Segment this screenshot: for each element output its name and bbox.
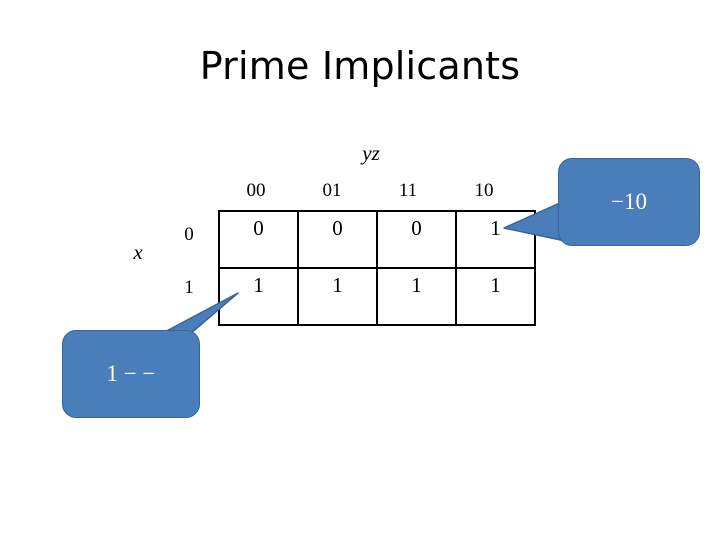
kmap-cell-x1-yz11: 1	[376, 267, 457, 326]
kmap-cell-x0-yz01: 0	[297, 210, 378, 269]
kmap-column-header-01: 01	[322, 180, 342, 201]
kmap-cell-x1-yz01: 1	[297, 267, 378, 326]
karnaugh-map-table: 0 0 0 1 1 1 1 1	[218, 210, 536, 326]
kmap-column-headers: 00 01 11 10	[218, 180, 522, 202]
kmap-column-header-10: 10	[474, 180, 494, 201]
kmap-column-group-label: yz	[362, 141, 380, 165]
kmap-cell-x0-yz11: 0	[376, 210, 457, 269]
table-row: 1 1 1 1	[218, 267, 536, 326]
page-title: Prime Implicants	[199, 44, 521, 88]
kmap-column-header-11: 11	[398, 180, 418, 201]
kmap-row-header-1: 1	[184, 277, 194, 298]
kmap-cell-x1-yz10: 1	[455, 267, 536, 326]
table-row: 0 0 0 1	[218, 210, 536, 269]
kmap-row-group-label: x	[133, 240, 143, 264]
callout-right-label: −10	[611, 189, 647, 214]
kmap-row-header-0: 0	[184, 224, 194, 245]
callout-prime-implicant-1-dash-dash[interactable]: 1 − −	[62, 330, 200, 418]
kmap-cell-x0-yz00: 0	[218, 210, 299, 269]
kmap-column-header-00: 00	[246, 180, 266, 201]
callout-prime-implicant-minus-10[interactable]: −10	[558, 158, 700, 246]
callout-bottom-label: 1 − −	[106, 361, 156, 386]
